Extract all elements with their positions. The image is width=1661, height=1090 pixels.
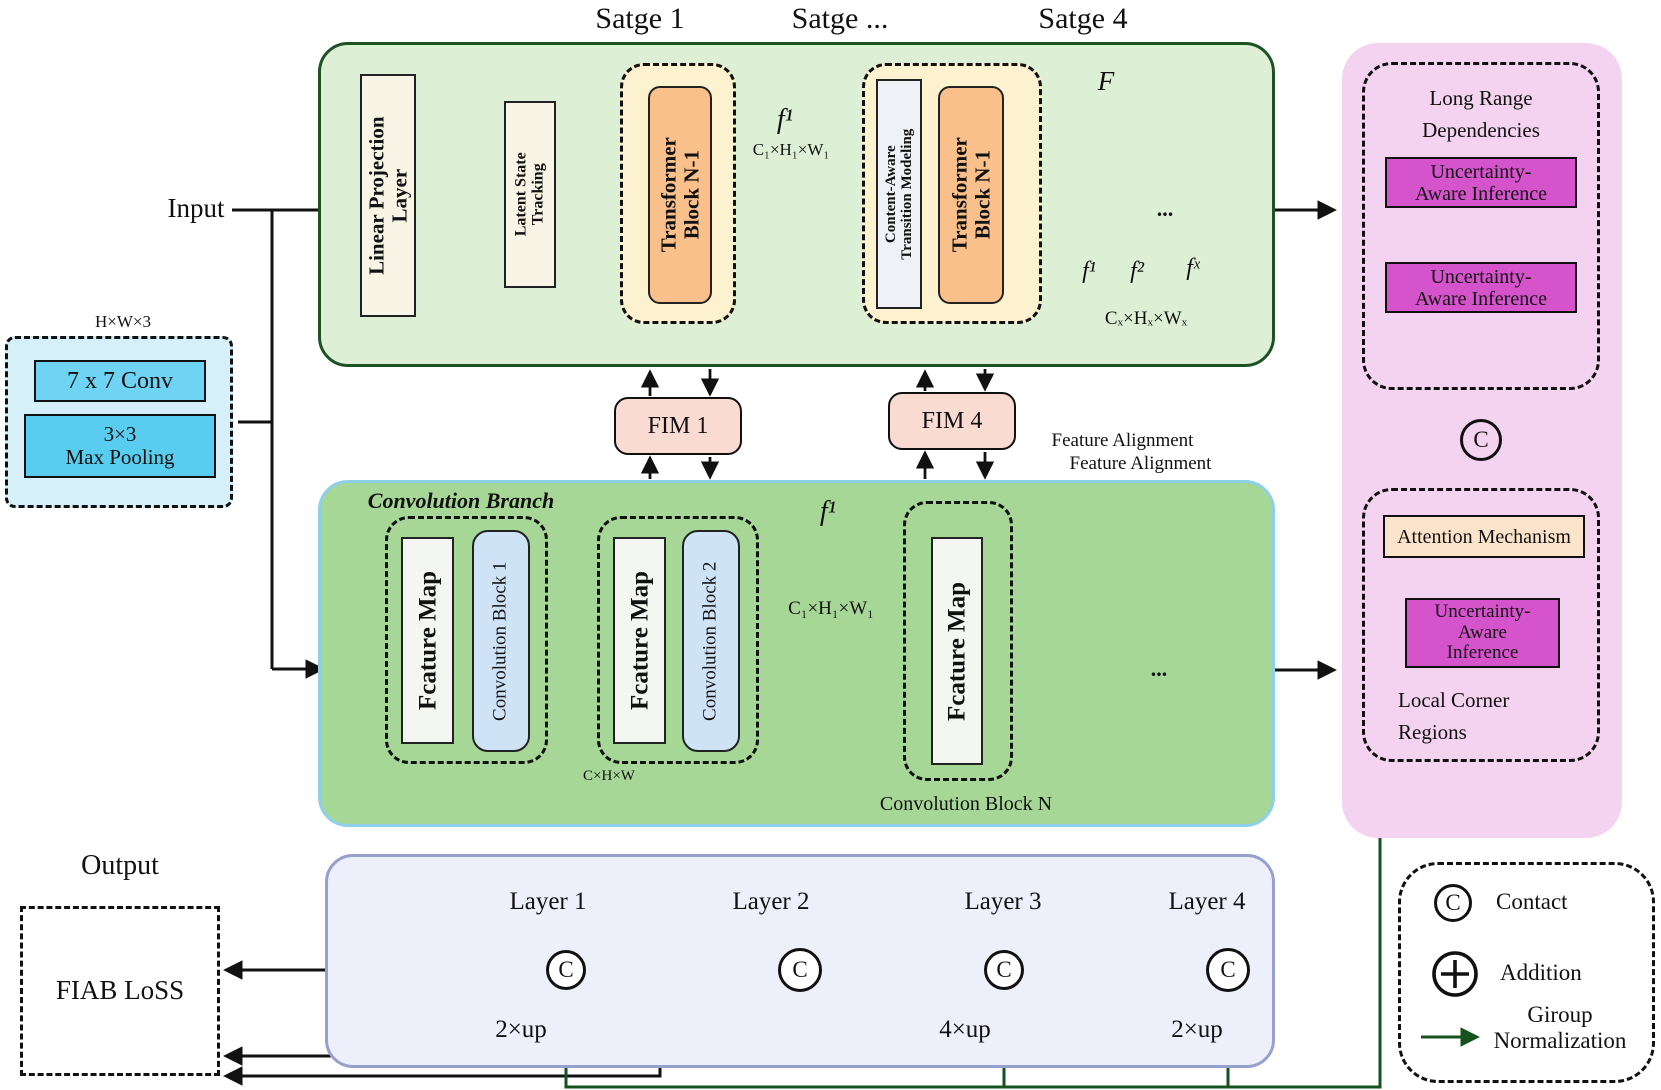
conv-group1-dashed <box>385 516 548 764</box>
feature-map-n-box: Fcature Map <box>931 537 983 765</box>
conv-groupN-dashed <box>903 501 1013 781</box>
fim1-box: FIM 1 <box>614 397 742 455</box>
attention-mechanism-box: Attention Mechanism <box>1383 515 1585 558</box>
linear-projection-box: Linear Projection Layer <box>360 74 416 317</box>
legend-group-norm-label: Giroup Normalization <box>1493 1002 1627 1054</box>
long-range-label: Long Range <box>1429 86 1533 110</box>
conv-block-2-box: Convolution Block 2 <box>682 530 740 752</box>
layer2-label: Layer 2 <box>732 888 810 915</box>
uai-box-3: Uncertainty- Aware Inference <box>1405 598 1560 668</box>
legend-addition-label: Addition <box>1500 960 1582 985</box>
fim4-box: FIM 4 <box>888 392 1016 450</box>
feature-map-1-label: Fcature Map <box>414 570 441 711</box>
legend-contact-label: Contact <box>1496 889 1568 914</box>
feature-map-n-label: Fcature Map <box>943 581 971 721</box>
latent-state-box: Latent State Tracking <box>504 101 556 288</box>
stage-1-title: Satge 1 <box>595 2 685 35</box>
transformer-block-2-label: Transformer Block N-1 <box>947 137 994 253</box>
conv-f1-dims-label: C₁×H₁×W₁ <box>788 598 874 619</box>
out-dims-label: Cₓ×Hₓ×Wₓ <box>1104 308 1188 329</box>
concat-circle-1: C <box>546 950 586 990</box>
uai-box-1: Uncertainty- Aware Inference <box>1385 157 1577 208</box>
content-aware-box: Content-Aware Transition Modeling <box>876 79 922 309</box>
transformer-branch-panel <box>318 42 1275 367</box>
conv-block-1-box: Convolution Block 1 <box>472 530 530 752</box>
feat2-label: f² <box>1130 258 1144 284</box>
stem-conv-box: 7 x 7 Conv <box>34 360 206 402</box>
dependencies-label: Dependencies <box>1422 118 1540 142</box>
f1-feature-label: f¹ <box>776 104 794 135</box>
concat-circle-uncertainty: C <box>1460 419 1502 461</box>
input-dims-label: H×W×3 <box>95 312 151 331</box>
feature-alignment-label-2: Feature Alignment <box>1069 453 1212 474</box>
transformer-block-1-box: Transformer Block N-1 <box>648 86 712 304</box>
stage-dots-title: Satge ... <box>791 2 889 35</box>
F-label: F <box>1097 66 1115 96</box>
fiab-loss-box: FIAB LoSS <box>20 906 220 1076</box>
long-range-dashed-box <box>1362 62 1600 390</box>
concat-circle-2: C <box>778 948 822 992</box>
conv-branch-title: Convolution Branch <box>367 488 555 513</box>
input-label: Input <box>167 193 225 223</box>
conv-group2-dashed <box>597 516 759 764</box>
stem-maxpool-box: 3×3 Max Pooling <box>24 414 216 478</box>
decoder-panel <box>325 854 1275 1068</box>
conv-block-1-label: Convolution Block 1 <box>489 561 511 721</box>
legend-box <box>1398 862 1655 1083</box>
feature-map-1-box: Fcature Map <box>401 537 454 744</box>
transformer-block-2-box: Transformer Block N-1 <box>938 86 1004 304</box>
chw-label: C×H×W <box>583 768 635 784</box>
local-corner-dashed-box <box>1362 488 1600 762</box>
f1-dims-label: C₁×H₁×W₁ <box>752 140 830 159</box>
legend-concat-icon: C <box>1434 884 1472 922</box>
feat1-label: f¹ <box>1082 258 1096 284</box>
blue-dots-label: ... <box>1150 656 1168 681</box>
uai-box-2: Uncertainty- Aware Inference <box>1385 262 1577 313</box>
regions-label: Regions <box>1398 720 1467 744</box>
conv-block-n-label: Convolution Block N <box>879 793 1053 815</box>
upsample-label-3: 2×up <box>1171 1016 1223 1043</box>
upsample-label-2: 4×up <box>939 1016 991 1043</box>
upsample-label-1: 2×up <box>495 1016 547 1043</box>
tan-dots-label: ... <box>1156 196 1174 221</box>
feature-map-2-box: Fcature Map <box>613 537 666 744</box>
conv-block-2-label: Convolution Block 2 <box>699 561 721 721</box>
concat-circle-3: C <box>984 950 1024 990</box>
latent-state-label: Latent State Tracking <box>512 152 547 237</box>
output-label: Output <box>81 850 159 881</box>
local-corner-label: Local Corner <box>1398 688 1510 712</box>
concat-circle-4: C <box>1206 948 1250 992</box>
feature-alignment-label-1: Feature Alignment <box>1051 430 1194 451</box>
content-aware-label: Content-Aware Transition Modeling <box>882 128 915 260</box>
conv-f1-label: f¹ <box>819 496 837 527</box>
feature-map-2-label: Fcature Map <box>626 570 653 711</box>
stage-4-title: Satge 4 <box>1038 2 1128 35</box>
featx-label: fˣ <box>1186 255 1200 281</box>
layer4-label: Layer 4 <box>1168 888 1246 915</box>
layer3-label: Layer 3 <box>964 888 1042 915</box>
linear-projection-label: Linear Projection Layer <box>364 116 411 275</box>
layer1-label: Layer 1 <box>509 888 587 915</box>
transformer-block-1-label: Transformer Block N-1 <box>656 137 703 253</box>
